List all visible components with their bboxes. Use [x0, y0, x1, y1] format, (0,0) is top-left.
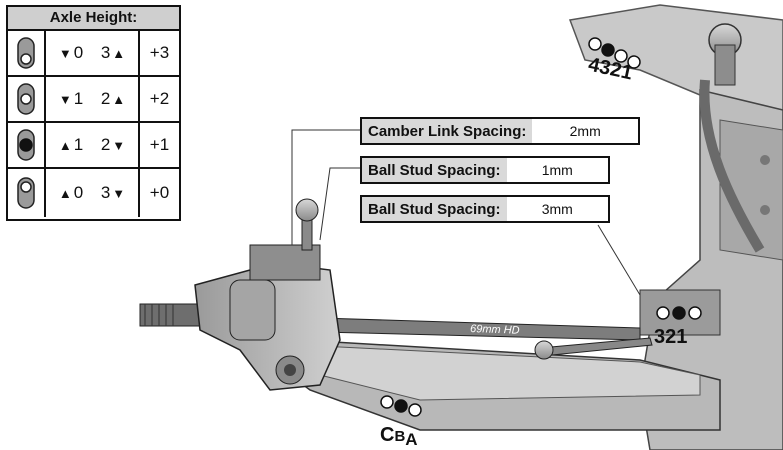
ball-stud-spacing-callout-2: Ball Stud Spacing: 3mm	[360, 195, 610, 223]
axle-row: ▲0 3▼ +0	[8, 169, 179, 217]
ball-stud-1-leader	[319, 167, 362, 241]
shock-body	[699, 79, 765, 253]
axle-value: +0	[149, 183, 170, 202]
lower-pivot-inner	[284, 364, 296, 376]
arm-hole-letter-c: C	[380, 424, 395, 446]
axle-row: ▼1 2▲ +2	[8, 77, 179, 123]
hub-bearing	[229, 279, 276, 341]
axle-stub	[139, 303, 201, 327]
bulkhead-hole-3	[656, 306, 670, 320]
arm-hole-letters: CBA	[380, 424, 418, 449]
ball-stud-spacing-label: Ball Stud Spacing:	[362, 197, 507, 221]
chassis-hole-1	[760, 155, 770, 165]
bulkhead-hole-2	[672, 306, 686, 320]
insert-bottom-icon	[8, 31, 46, 75]
arm-hole-letter-b: B	[394, 428, 406, 445]
ball-stud-2-leader	[597, 224, 641, 296]
tower-post-rod	[714, 44, 736, 86]
arm-hole-letter-a: A	[405, 430, 418, 449]
camber-link-spacing-label: Camber Link Spacing:	[362, 119, 533, 143]
ball-stud-spacing-callout-1: Ball Stud Spacing: 1mm	[360, 156, 610, 184]
ball-stud-spacing-value: 1mm	[541, 162, 573, 178]
tower-hole-2	[614, 49, 628, 63]
link-label: 69mm HD	[470, 323, 520, 337]
bulkhead-hole-1	[688, 306, 702, 320]
toe-link	[539, 337, 653, 357]
insert-top-icon	[8, 169, 46, 217]
arm-hole-b	[394, 399, 408, 413]
arrow-up-icon: ▲	[58, 185, 72, 201]
axle-direction: ▼1 2▲	[46, 77, 140, 121]
toe-link-ball	[534, 340, 554, 360]
chassis-detail	[719, 119, 783, 261]
insert-middle-icon	[8, 77, 46, 121]
axle-value: +3	[149, 43, 170, 62]
axle-row: ▲1 2▼ +1	[8, 123, 179, 169]
axle-height-title: Axle Height:	[8, 7, 179, 31]
arrow-down-icon: ▼	[58, 45, 72, 61]
tower-hole-3	[601, 43, 615, 57]
camber-link-spacing-value: 2mm	[569, 123, 601, 139]
ball-stud-spacing-label: Ball Stud Spacing:	[362, 158, 507, 182]
ball-stud-spacing-value: 3mm	[541, 201, 573, 217]
axle-value: +2	[149, 89, 170, 108]
camber-leader	[291, 129, 362, 245]
arrow-down-icon: ▼	[58, 91, 72, 107]
arrow-up-icon: ▲	[112, 45, 126, 61]
axle-row: ▼0 3▲ +3	[8, 31, 179, 77]
axle-direction: ▼0 3▲	[46, 31, 140, 75]
arrow-up-icon: ▲	[112, 91, 126, 107]
arrow-up-icon: ▲	[58, 137, 72, 153]
ball-stud-ball	[295, 198, 319, 222]
arrow-down-icon: ▼	[112, 137, 126, 153]
axle-value: +1	[149, 135, 170, 154]
tower-hole-1	[627, 55, 641, 69]
insert-middle-filled-icon	[8, 123, 46, 167]
arm-hole-a	[408, 403, 422, 417]
tower-hole-4	[588, 37, 602, 51]
bulkhead-hole-numbers: 321	[654, 326, 688, 348]
axle-height-table: Axle Height: ▼0 3▲ +3 ▼1 2▲ +2	[6, 5, 181, 221]
steering-block	[249, 244, 321, 281]
arm-hole-c	[380, 395, 394, 409]
camber-link-spacing-callout: Camber Link Spacing: 2mm	[360, 117, 640, 145]
axle-direction: ▲1 2▼	[46, 123, 140, 167]
chassis-hole-2	[760, 205, 770, 215]
axle-direction: ▲0 3▼	[46, 169, 140, 217]
arrow-down-icon: ▼	[112, 185, 126, 201]
axle-thread	[144, 304, 174, 326]
